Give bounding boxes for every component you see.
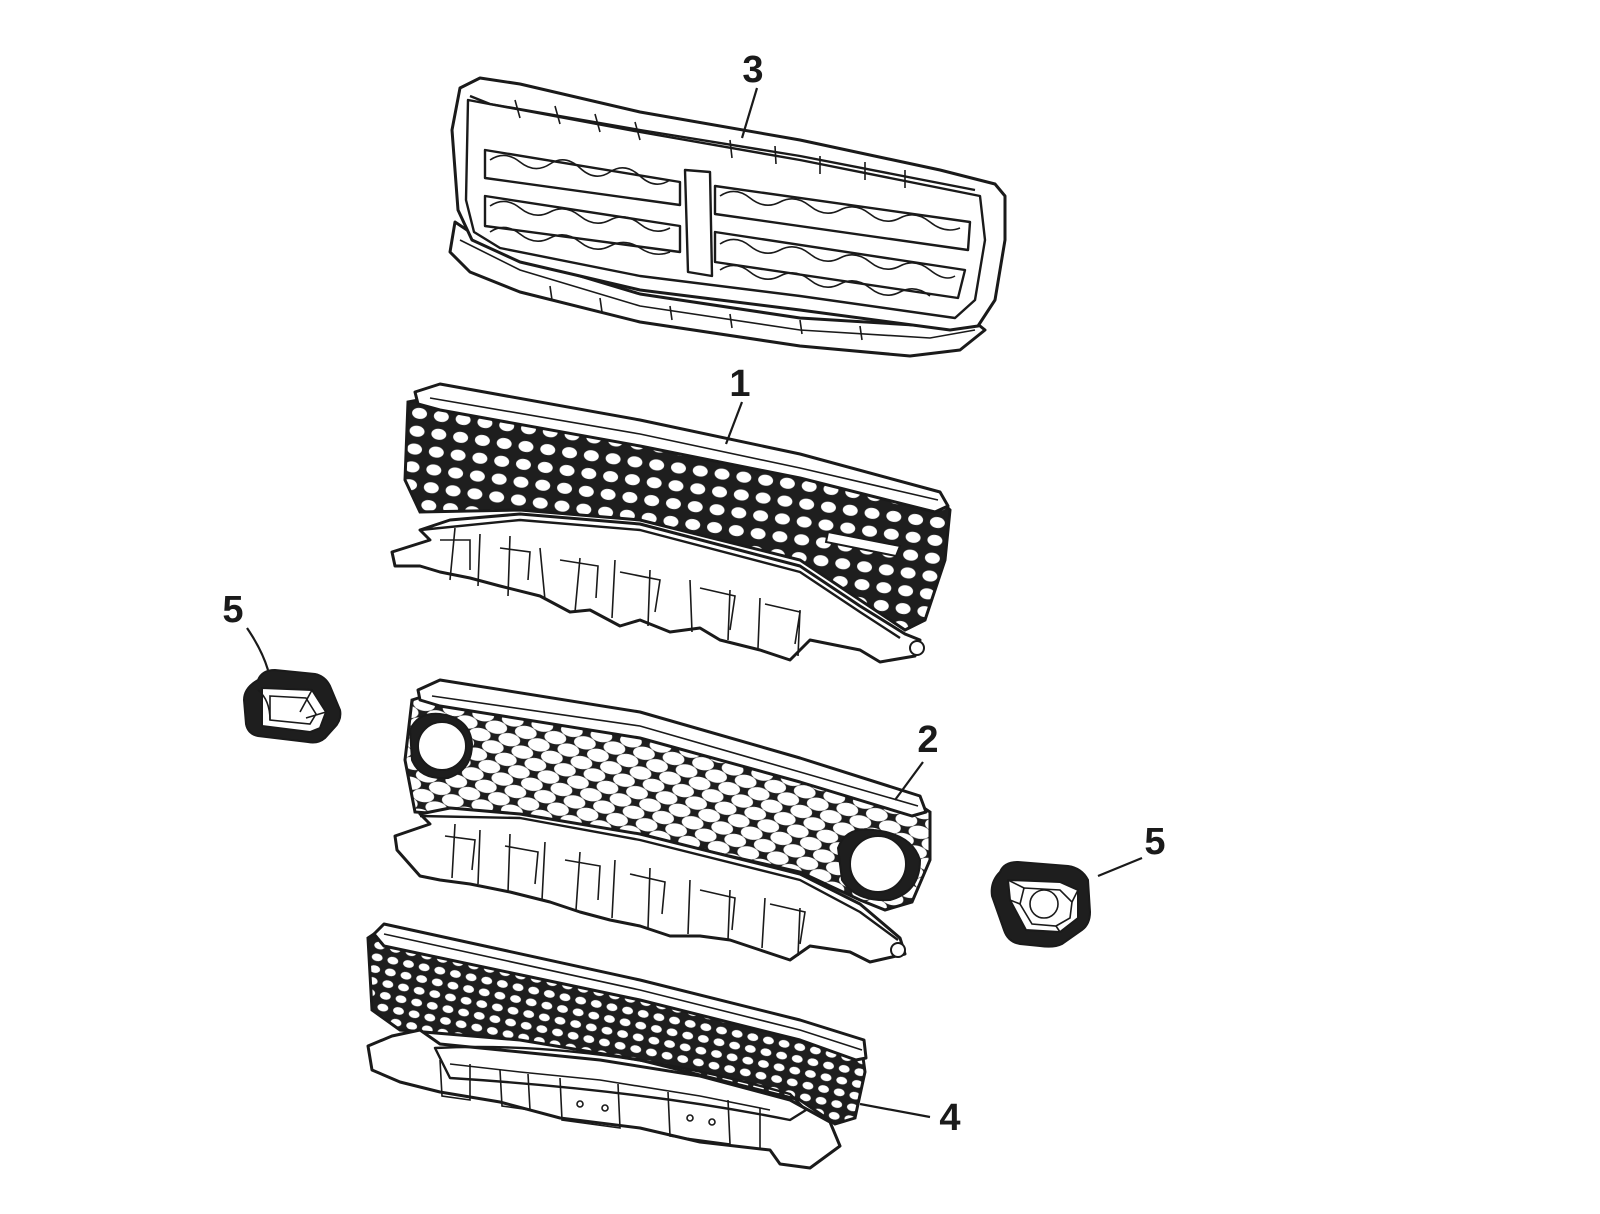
leader-line-4 — [859, 1102, 931, 1119]
fascia-grille-2 — [393, 678, 932, 964]
callout-number-2: 2 — [917, 719, 938, 761]
leader-line-2 — [894, 761, 924, 801]
fascia-grille-1 — [390, 382, 952, 664]
leader-line-5-right — [1097, 856, 1143, 878]
callout-number-1: 1 — [729, 363, 750, 405]
leader-line-3 — [740, 87, 759, 139]
leader-line-5-left — [246, 627, 270, 671]
fog-bezel-right — [990, 860, 1092, 948]
lower-grille — [366, 922, 868, 1170]
callout-number-4: 4 — [939, 1097, 960, 1139]
callout-number-3: 3 — [742, 49, 763, 91]
upper-grille — [448, 76, 1007, 358]
callout-number-5-right: 5 — [1144, 821, 1165, 863]
leader-line-1 — [724, 401, 744, 445]
callout-number-5-left: 5 — [222, 589, 243, 631]
fog-bezel-left — [242, 668, 342, 744]
